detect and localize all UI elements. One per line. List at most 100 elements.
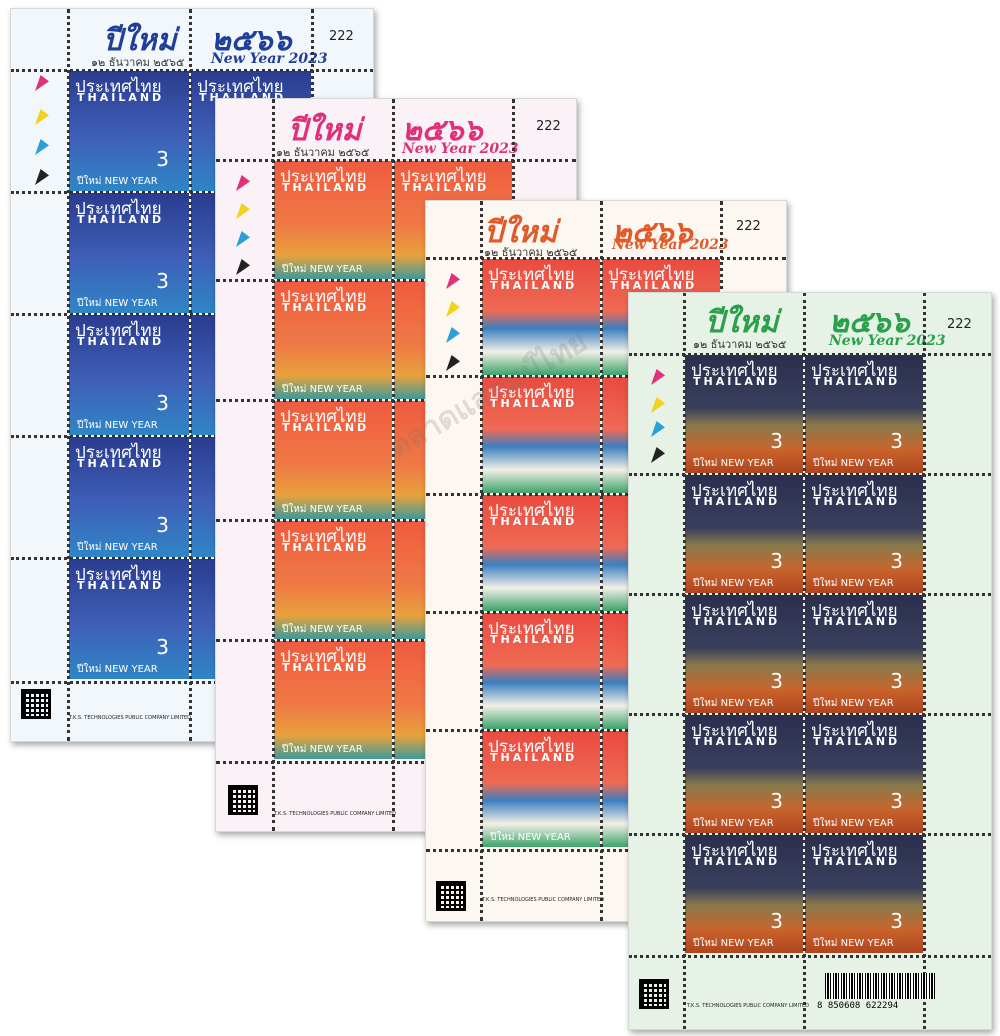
stamp: ประเทศไทย THAILAND [482,377,600,493]
perforation [11,435,373,438]
stamp: ประเทศไทย THAILAND 3 ปีใหม่ NEW YEAR [805,595,923,713]
party-popper-icon [651,397,665,413]
stamp-country-thai: ประเทศไทย [75,77,162,97]
stamp-caption: ปีใหม่ NEW YEAR [813,698,894,709]
stamp: ประเทศไทย THAILAND 3 ปีใหม่ NEW YEAR [805,475,923,593]
stamp: ประเทศไทย THAILAND 3 ปีใหม่ NEW YEAR [685,355,803,473]
sheet-number: 222 [329,29,354,44]
stamp-caption: ปีใหม่ NEW YEAR [813,578,894,589]
stamp-country-en: THAILAND [490,633,578,646]
sheet-title-thai: ปีใหม่ [705,305,779,340]
stamp-value: 3 [770,909,783,933]
sheet-year-thai: ๒๕๖๖ [211,23,292,58]
printer-name: T.K.S. TECHNOLOGIES PUBLIC COMPANY LIMIT… [69,715,192,721]
sheet-title-thai: ปีใหม่ [484,215,558,250]
stamp-country-en: THAILAND [490,515,578,528]
stamp: ประเทศไทย THAILAND ปีใหม่ NEW YEAR [274,521,392,639]
stamp: ประเทศไทย THAILAND [482,259,600,375]
stamp-country-en: THAILAND [693,495,781,508]
party-popper-icon [651,447,665,463]
stamp-country-en: THAILAND [282,301,370,314]
stamp-country-en: THAILAND [282,421,370,434]
perforation [67,9,70,741]
stamp: ประเทศไทย THAILAND 3 ปีใหม่ NEW YEAR [685,475,803,593]
perforation [11,313,373,316]
stamp-country-en: THAILAND [282,661,370,674]
party-popper-icon [35,75,49,91]
stamp-country-thai: ประเทศไทย [811,481,898,501]
stamp-country-thai: ประเทศไทย [811,841,898,861]
stamp-caption: ปีใหม่ NEW YEAR [77,176,158,187]
sheet-year-thai: ๒๕๖๖ [829,305,910,340]
stamp: ประเทศไทย THAILAND 3 ปีใหม่ NEW YEAR [805,835,923,953]
perforation [11,681,373,684]
stamp-country-thai: ประเทศไทย [75,199,162,219]
perforation [683,293,686,1029]
perforation [426,375,786,378]
stamp: ประเทศไทย THAILAND ปีใหม่ NEW YEAR [482,731,600,847]
stamp-country-en: THAILAND [693,375,781,388]
sheet-number: 222 [947,317,972,332]
stamp: ประเทศไทย THAILAND [482,613,600,729]
qr-code [639,979,669,1009]
party-popper-icon [236,175,250,191]
stamp-country-en: THAILAND [813,855,901,868]
barcode-number: 8 850608 622294 [817,1001,899,1011]
stamp-country-en: THAILAND [490,279,578,292]
sheet-issue-date: ๑๒ ธันวาคม ๒๕๖๕ [276,146,370,159]
party-popper-icon [236,203,250,219]
printer-name: T.K.S. TECHNOLOGIES PUBLIC COMPANY LIMIT… [482,897,605,903]
stamp-country-thai: ประเทศไทย [811,361,898,381]
stamp-sheet-green: ปีใหม่ ๑๒ ธันวาคม ๒๕๖๕ ๒๕๖๖ New Year 202… [628,292,992,1030]
sheet-issue-date: ๑๒ ธันวาคม ๒๕๖๕ [484,246,578,259]
sheet-number: 222 [736,219,761,234]
stamp-country-en: THAILAND [813,375,901,388]
stamp: ประเทศไทย THAILAND 3 ปีใหม่ NEW YEAR [69,559,189,679]
stamp-country-en: THAILAND [77,579,165,592]
stamp-caption: ปีใหม่ NEW YEAR [693,938,774,949]
party-popper-icon [446,301,460,317]
stamp-caption: ปีใหม่ NEW YEAR [693,818,774,829]
stamp: ประเทศไทย THAILAND 3 ปีใหม่ NEW YEAR [685,715,803,833]
stamp-caption: ปีใหม่ NEW YEAR [282,264,363,275]
perforation [629,955,991,958]
stamp: ประเทศไทย THAILAND ปีใหม่ NEW YEAR [274,401,392,519]
perforation [216,159,576,162]
stamp-country-thai: ประเทศไทย [691,601,778,621]
stamp-country-thai: ประเทศไทย [488,265,575,285]
perforation [216,399,576,402]
printer-name: T.K.S. TECHNOLOGIES PUBLIC COMPANY LIMIT… [274,811,397,817]
perforation [426,611,786,614]
stamp-country-thai: ประเทศไทย [400,167,487,187]
stamp-caption: ปีใหม่ NEW YEAR [813,458,894,469]
stamp-country-en: THAILAND [282,181,370,194]
perforation [426,257,786,260]
party-popper-icon [236,231,250,247]
stamp-caption: ปีใหม่ NEW YEAR [282,384,363,395]
qr-code [228,785,258,815]
stamp: ประเทศไทย THAILAND ปีใหม่ NEW YEAR [274,281,392,399]
perforation [11,69,373,72]
stamp-country-thai: ประเทศไทย [488,501,575,521]
stamp-value: 3 [770,669,783,693]
party-popper-icon [446,327,460,343]
stamp: ประเทศไทย THAILAND 3 ปีใหม่ NEW YEAR [805,355,923,473]
stamp-value: 3 [770,429,783,453]
party-popper-icon [651,421,665,437]
stamp-country-thai: ประเทศไทย [691,841,778,861]
perforation [189,9,192,741]
qr-code [21,689,51,719]
stamp-country-en: THAILAND [813,495,901,508]
printer-name: T.K.S. TECHNOLOGIES PUBLIC COMPANY LIMIT… [687,1003,810,1009]
stamp-country-thai: ประเทศไทย [608,265,695,285]
stamp-caption: ปีใหม่ NEW YEAR [282,504,363,515]
sheet-new-year-label: New Year 2023 [211,51,328,67]
stamp-country-en: THAILAND [77,335,165,348]
stamp: ประเทศไทย THAILAND 3 ปีใหม่ NEW YEAR [69,437,189,557]
stamp-country-en: THAILAND [490,751,578,764]
stamp-caption: ปีใหม่ NEW YEAR [813,938,894,949]
stamp-country-thai: ประเทศไทย [280,647,367,667]
sheet-issue-date: ๑๒ ธันวาคม ๒๕๖๕ [91,56,185,69]
perforation [629,833,991,836]
stamp-value: 3 [156,269,169,293]
